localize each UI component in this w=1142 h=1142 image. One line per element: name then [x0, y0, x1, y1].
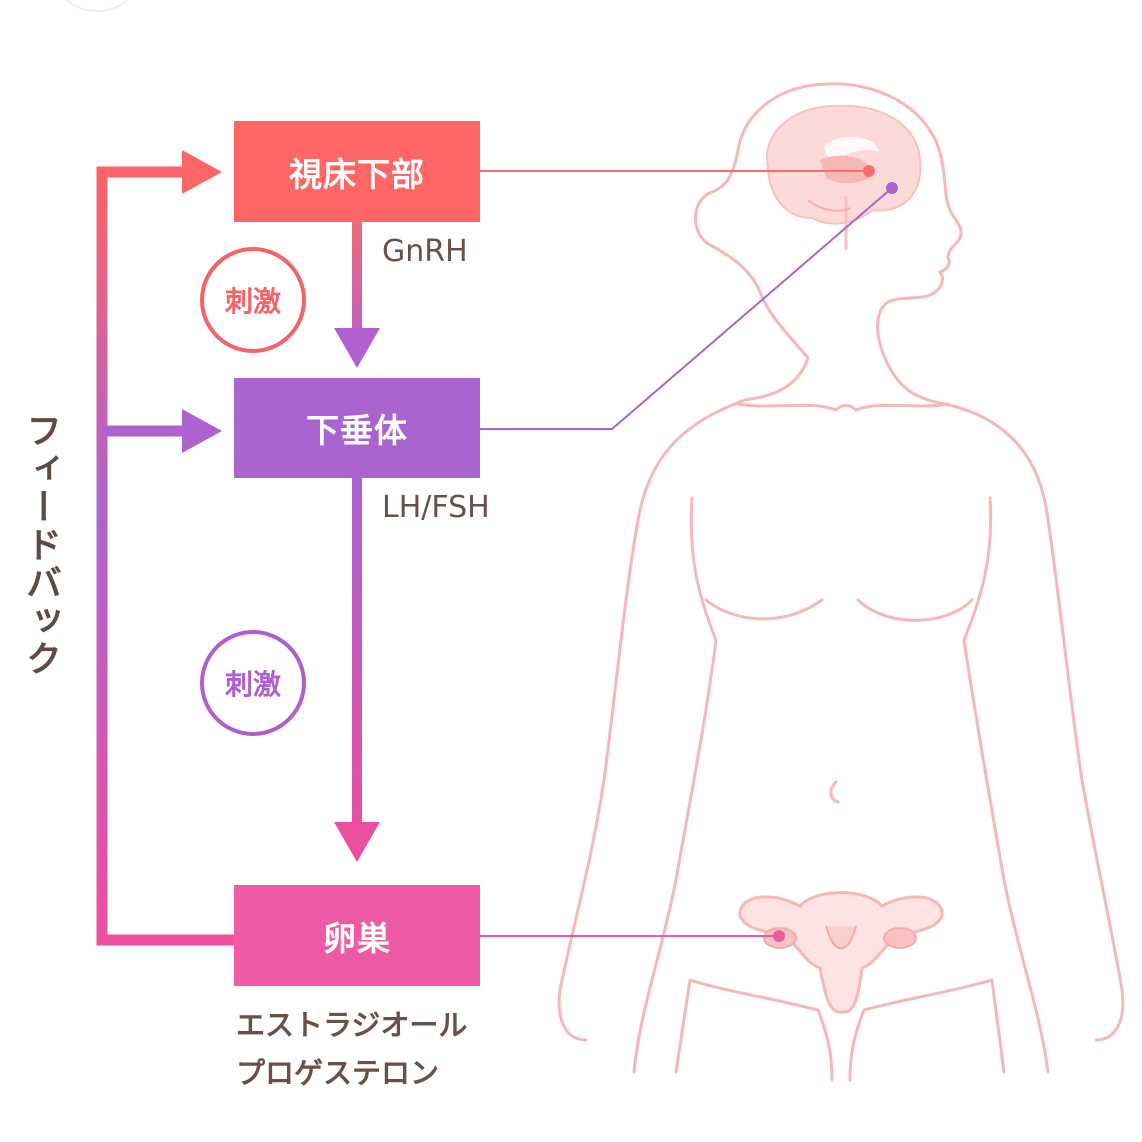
feedback-arrowhead-pituitary [182, 409, 222, 453]
hypothalamus-label: 視床下部 [289, 154, 425, 194]
pituitary-box: 下垂体 [234, 378, 480, 478]
estradiol-label: エストラジオール [236, 1008, 468, 1042]
leader-lines [480, 165, 898, 942]
brain-illustration [765, 104, 922, 250]
feedback-label: フィードバック [20, 412, 61, 678]
lh-fsh-label: LH/FSH [382, 490, 490, 525]
stimulus-label: 刺激 [224, 668, 281, 701]
ovary-box: 卵巣 [234, 885, 480, 986]
body-silhouette [557, 82, 1125, 1082]
feedback-arrowhead-hypothalamus [182, 150, 222, 194]
hypothalamus-box: 視床下部 [234, 121, 480, 222]
ovary-marker [773, 930, 785, 942]
stimulus-label: 刺激 [224, 285, 281, 318]
arrowhead-to-ovary [334, 822, 380, 862]
uterus-illustration [738, 891, 944, 1014]
hypothalamus-marker [863, 165, 875, 177]
arrowhead-to-pituitary [334, 328, 380, 368]
stimulation-arrows [334, 222, 380, 862]
progesterone-label: プロゲステロン [236, 1056, 440, 1090]
stimulus-circle: 刺激 [200, 630, 306, 736]
feedback-loop [96, 150, 236, 946]
pituitary-marker [886, 182, 898, 194]
gnrh-label: GnRH [382, 234, 468, 269]
ovary-label: 卵巣 [323, 918, 391, 958]
pituitary-label: 下垂体 [306, 411, 408, 450]
stimulus-circle: 刺激 [200, 247, 306, 353]
